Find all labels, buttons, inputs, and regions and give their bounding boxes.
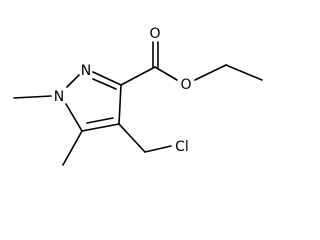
bond-ch2-cl (144, 145, 172, 153)
bond-c4-c5-double (86, 117, 114, 124)
bond-c5-n1 (65, 103, 83, 132)
bond-carbonyl-o-ester (154, 66, 178, 81)
bond-c5-methyl (62, 130, 83, 166)
pyrazole-ring (65, 71, 122, 132)
bond-ch2-ch3 (225, 64, 263, 81)
bond-n2-c3-double (92, 78, 117, 90)
bond-c3-c4 (118, 84, 122, 125)
atom-label-o-ester: O (180, 77, 191, 93)
chemical-structure-diagram: N N O O Cl (13, 26, 263, 166)
atom-labels: N N O O Cl (54, 26, 192, 155)
substituents (13, 95, 172, 166)
bond-o-ester-ch2 (194, 64, 227, 81)
bond-c3-carbonyl-carbon (120, 66, 156, 86)
ethyl-ester-group (120, 41, 263, 86)
bond-n2-c3 (92, 71, 122, 86)
bond-n1-methyl (13, 95, 52, 99)
bond-c4-ch2 (118, 123, 146, 153)
atom-label-o-carbonyl: O (149, 26, 160, 42)
bond-n1-n2 (66, 74, 80, 88)
atom-label-n-methyl: N (54, 89, 64, 105)
atom-label-n-ring: N (81, 63, 91, 79)
bond-c4-c5 (81, 123, 120, 132)
atom-label-chlorine: Cl (175, 139, 189, 155)
